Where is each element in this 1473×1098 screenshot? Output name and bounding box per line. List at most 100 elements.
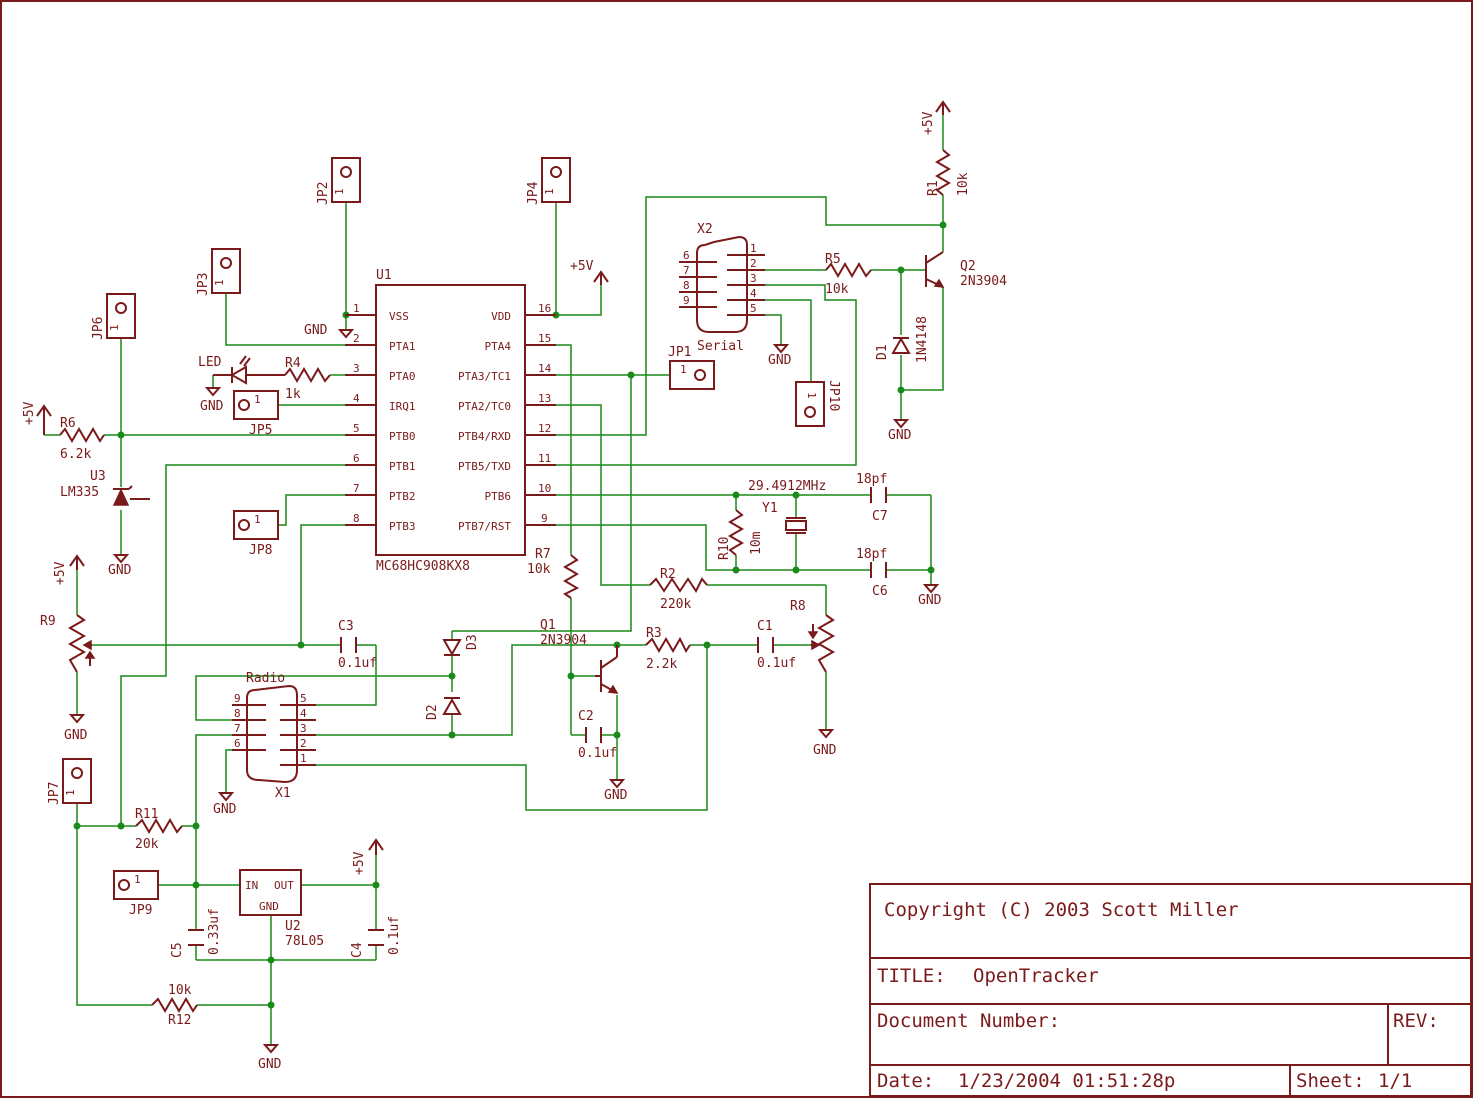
svg-text:GND: GND <box>259 900 279 913</box>
svg-text:1: 1 <box>805 392 818 399</box>
svg-text:10k: 10k <box>825 282 849 297</box>
svg-text:0.1uf: 0.1uf <box>578 746 617 761</box>
svg-text:IN: IN <box>245 879 258 892</box>
wires <box>44 110 944 1045</box>
resistor-r10: R10 10m <box>717 509 764 560</box>
resistor-r5: R5 10k <box>825 252 872 297</box>
svg-text:X1: X1 <box>275 786 291 801</box>
document-number-label: Document Number: <box>877 1010 1060 1032</box>
svg-text:C2: C2 <box>578 709 594 724</box>
gnd-label: GND <box>813 743 837 758</box>
mcu-pin-name: IRQ1 <box>389 400 416 413</box>
svg-text:1: 1 <box>134 873 141 886</box>
capacitor-c3: C3 0.1uf <box>338 619 377 671</box>
svg-text:10k: 10k <box>956 172 971 196</box>
svg-text:C5: C5 <box>170 942 185 958</box>
mcu-part: MC68HC908KX8 <box>376 559 470 574</box>
jumper-jp7: 1 JP7 <box>47 758 92 805</box>
svg-text:10k: 10k <box>527 562 551 577</box>
svg-text:4: 4 <box>300 707 307 720</box>
vcc-label: +5V <box>921 111 936 135</box>
mcu-pin-num: 9 <box>541 512 548 525</box>
svg-text:1N4148: 1N4148 <box>915 316 930 363</box>
mcu-pin-num: 12 <box>538 422 551 435</box>
svg-text:8: 8 <box>683 279 690 292</box>
resistor-r1: R1 10k <box>926 149 971 196</box>
vcc-label: +5V <box>53 561 68 585</box>
svg-text:1: 1 <box>750 242 757 255</box>
svg-text:20k: 20k <box>135 837 159 852</box>
capacitor-c5: C5 0.33uf <box>170 908 222 958</box>
sensor-u3: U3 LM335 <box>60 469 150 506</box>
svg-text:1: 1 <box>108 324 121 331</box>
svg-text:R2: R2 <box>660 567 676 582</box>
svg-text:2: 2 <box>300 737 307 750</box>
svg-text:1: 1 <box>300 752 307 765</box>
junctions <box>73 221 947 1009</box>
svg-text:5: 5 <box>750 302 757 315</box>
svg-text:9: 9 <box>683 294 690 307</box>
mcu-pin-num: 1 <box>353 302 360 315</box>
gnd-label: GND <box>258 1057 282 1072</box>
mcu-pin-name: VSS <box>389 310 409 323</box>
svg-text:10k: 10k <box>168 983 192 998</box>
capacitor-c7: 18pf C7 <box>856 472 888 524</box>
mcu-pin-num: 6 <box>353 452 360 465</box>
resistor-r6: R6 6.2k <box>59 416 105 462</box>
mcu-pin-name: PTB2 <box>389 490 416 503</box>
svg-text:1: 1 <box>333 188 346 195</box>
jp6-label: JP6 <box>91 317 106 340</box>
svg-text:R3: R3 <box>646 626 662 641</box>
title-value: OpenTracker <box>973 965 1099 987</box>
svg-text:10m: 10m <box>749 531 764 555</box>
mcu-pin-num: 4 <box>353 392 360 405</box>
jp9-label: JP9 <box>129 903 152 918</box>
svg-text:Radio: Radio <box>246 671 285 686</box>
capacitor-c2: C2 0.1uf <box>578 709 617 761</box>
svg-text:18pf: 18pf <box>856 547 887 562</box>
svg-text:X2: X2 <box>697 222 713 237</box>
svg-text:Serial: Serial <box>697 339 744 354</box>
regulator-u2: IN OUT GND U2 78L05 <box>239 869 324 949</box>
mcu-pin-num: 16 <box>538 302 551 315</box>
gnd-label: GND <box>200 399 224 414</box>
led: LED <box>198 355 285 385</box>
crystal-y1: 29.4912MHz Y1 <box>748 479 826 534</box>
capacitor-c4: C4 0.1uf <box>350 916 402 958</box>
mcu-pin-name: PTA1 <box>389 340 416 353</box>
svg-text:2N3904: 2N3904 <box>540 633 587 648</box>
capacitor-c6: 18pf C6 <box>856 547 888 599</box>
svg-text:R5: R5 <box>825 252 841 267</box>
svg-text:C1: C1 <box>757 619 773 634</box>
diode-d1: D1 1N4148 <box>875 316 930 363</box>
svg-text:R7: R7 <box>535 547 551 562</box>
sheet-label: Sheet: <box>1296 1070 1365 1092</box>
svg-text:2: 2 <box>750 257 757 270</box>
mcu-right-pins: 16 15 14 13 12 11 10 9 VDD PTA4 PTA3/TC1… <box>458 302 556 533</box>
resistor-r3: R3 2.2k <box>645 626 691 672</box>
svg-text:220k: 220k <box>660 597 691 612</box>
svg-text:9: 9 <box>234 692 241 705</box>
jumper-jp9: 1 JP9 <box>113 870 159 918</box>
mcu-pin-name: PTB4/RXD <box>458 430 511 443</box>
mcu-pin-num: 2 <box>353 332 360 345</box>
sheet-value: 1/1 <box>1378 1070 1412 1092</box>
svg-text:1: 1 <box>254 513 261 526</box>
svg-text:Q1: Q1 <box>540 618 556 633</box>
svg-text:R12: R12 <box>168 1013 191 1028</box>
svg-text:1: 1 <box>213 279 226 286</box>
vcc-label: +5V <box>22 401 37 425</box>
svg-text:6: 6 <box>234 737 241 750</box>
mcu-pin-name: PTB1 <box>389 460 416 473</box>
jp3-label: JP3 <box>196 273 211 296</box>
svg-text:2.2k: 2.2k <box>646 657 677 672</box>
jp10-label: JP10 <box>826 380 841 411</box>
svg-text:1k: 1k <box>285 387 301 402</box>
date-value: 1/23/2004 01:51:28p <box>958 1070 1175 1092</box>
jp1-label: JP1 <box>668 345 691 360</box>
svg-text:R9: R9 <box>40 614 56 629</box>
svg-text:OUT: OUT <box>274 879 294 892</box>
resistor-r4: R4 1k <box>284 356 331 402</box>
